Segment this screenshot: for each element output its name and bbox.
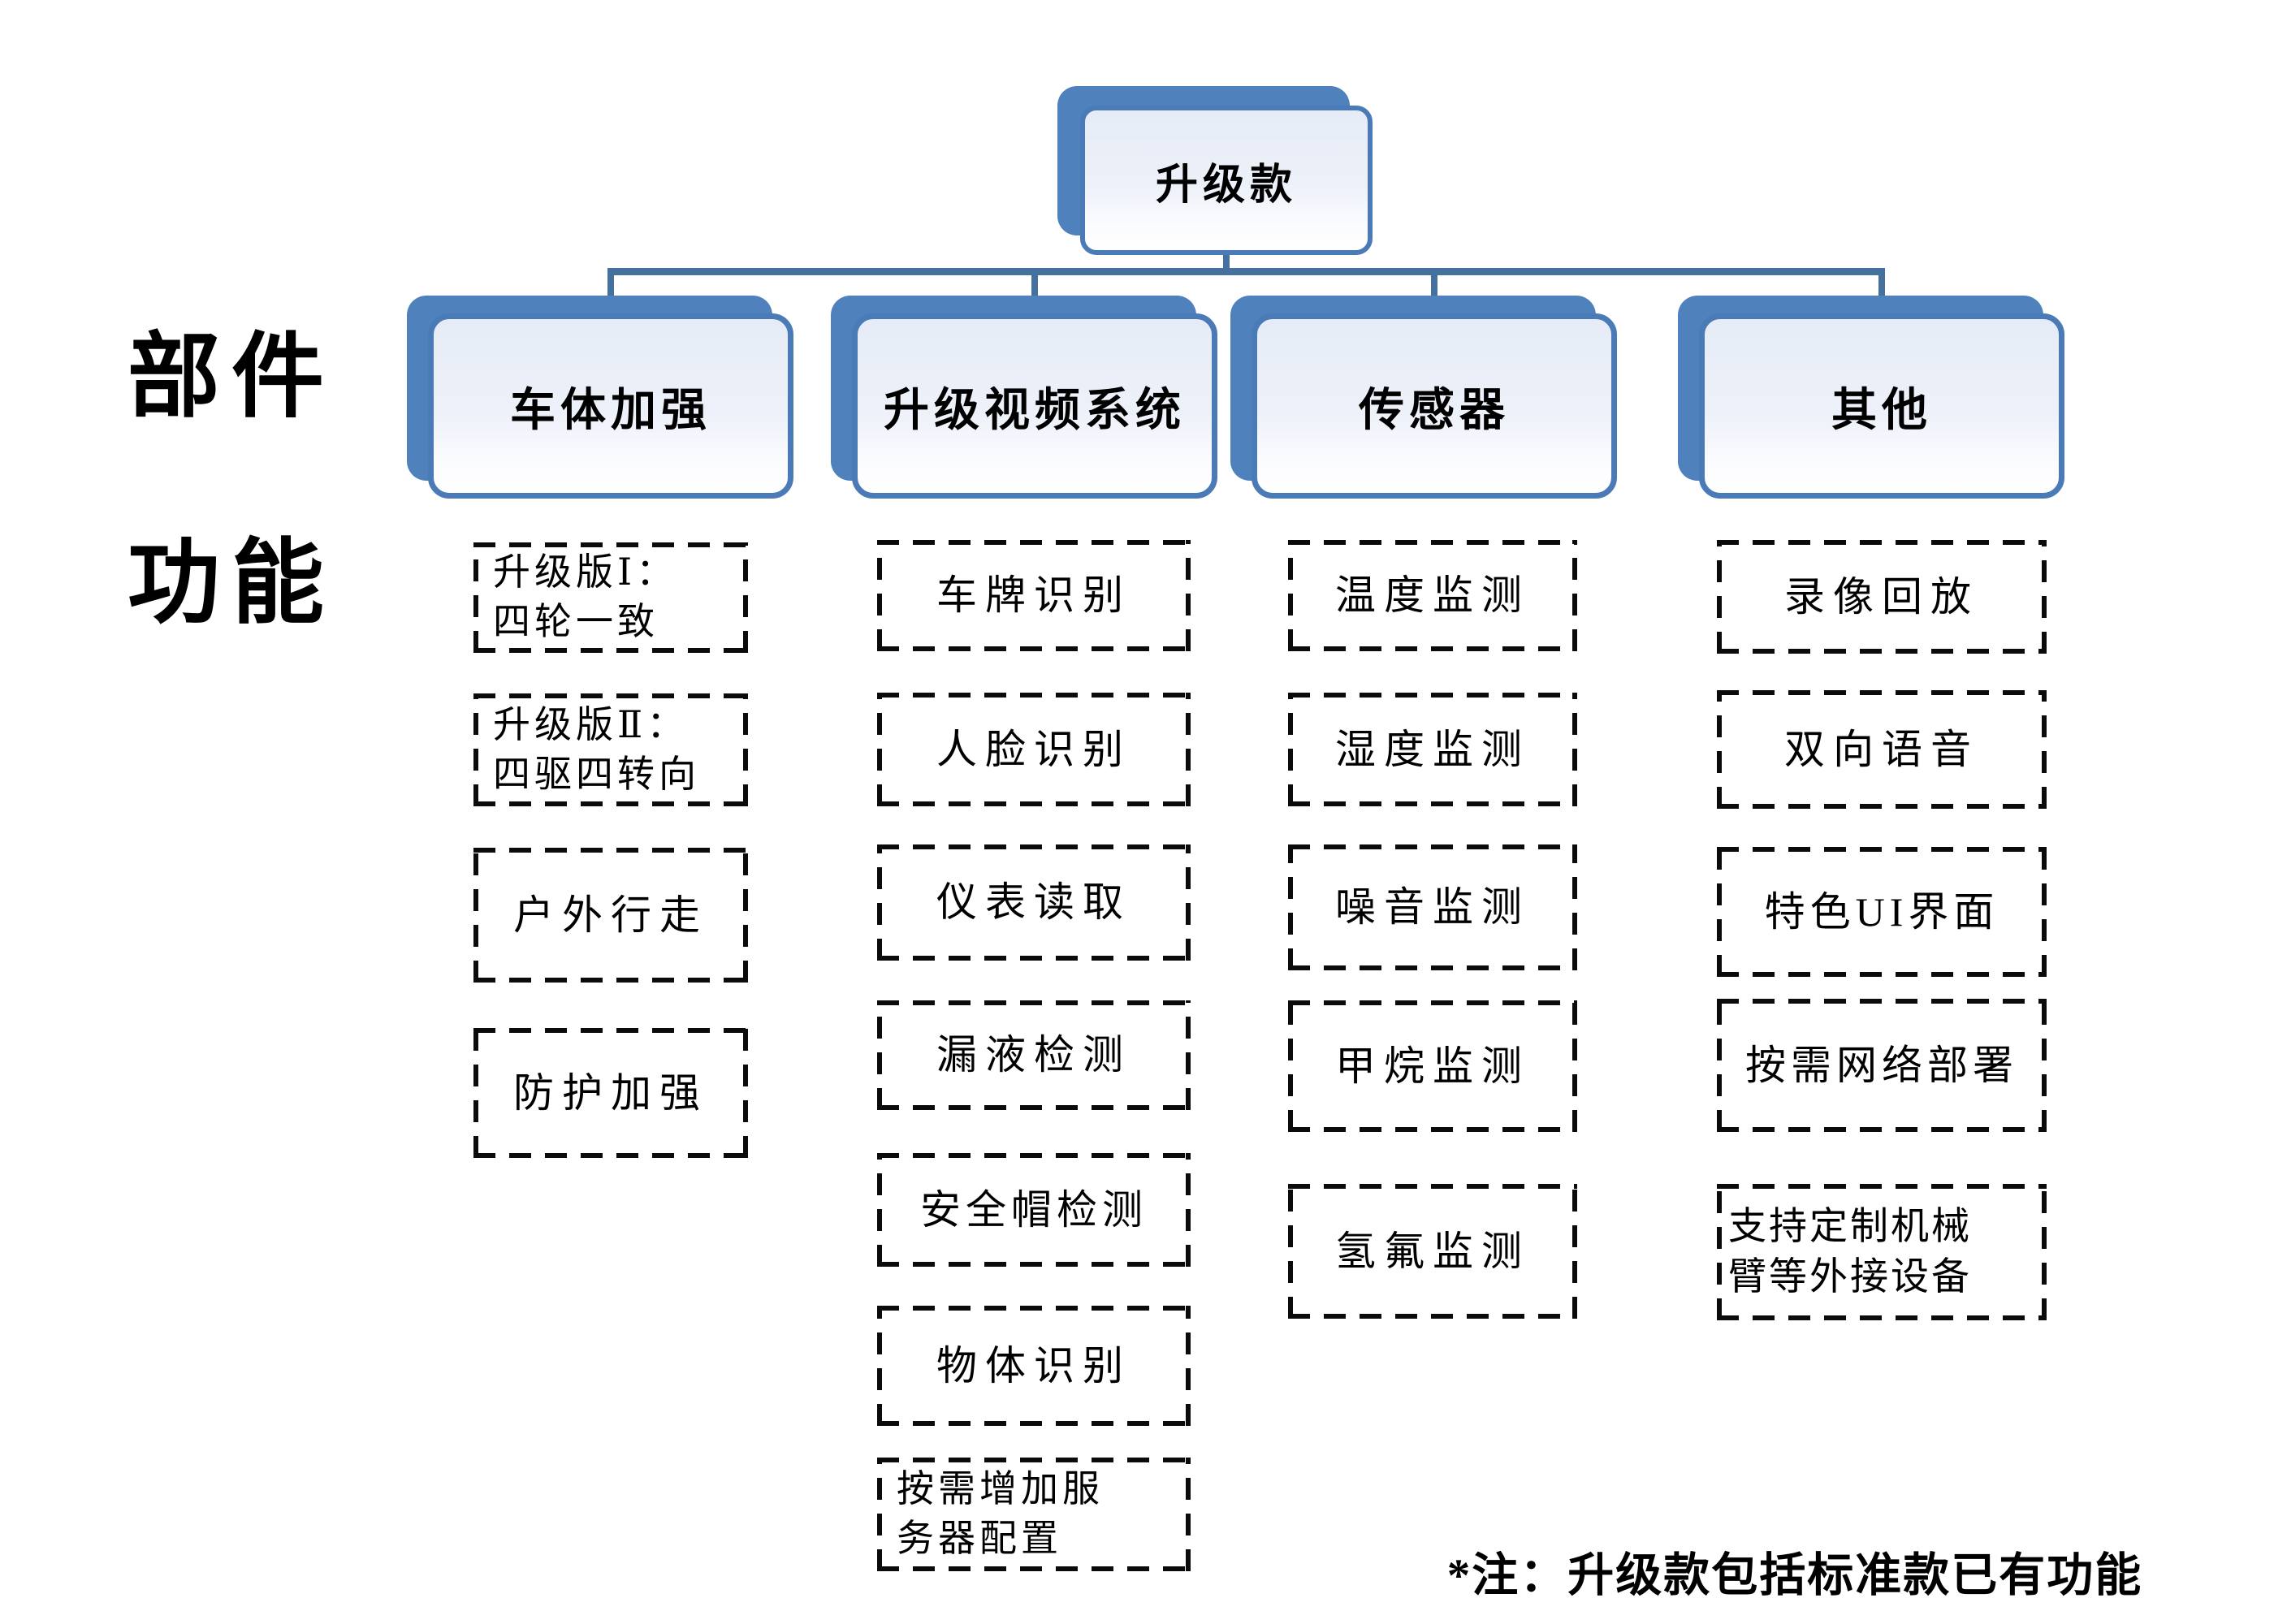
category-node-1-label: 车体加强: [510, 385, 711, 436]
connector-horizontal: [607, 268, 1885, 275]
function-box-c1-r4: 防护加强: [473, 1028, 748, 1158]
function-box-c3-r4: 甲烷监测: [1288, 1000, 1577, 1132]
category-node-3-label: 传感器: [1359, 385, 1510, 436]
category-node-2-label: 升级视频系统: [884, 385, 1186, 436]
root-node-label: 升级款: [1155, 162, 1297, 209]
function-box-c3-r1: 温度监测: [1288, 540, 1577, 651]
function-box-c1-r3: 户外行走: [473, 848, 748, 983]
category-node-4: 其他: [1699, 313, 2064, 499]
function-box-c1-r2: 升级版Ⅱ： 四驱四转向: [473, 693, 748, 806]
function-box-c2-r3: 仪表读取: [877, 844, 1191, 961]
category-node-1: 车体加强: [428, 313, 793, 499]
side-label-functions: 功能: [127, 532, 335, 635]
category-node-4-label: 其他: [1831, 385, 1932, 436]
connector-stub-4: [1878, 271, 1885, 315]
connector-root-stub: [1223, 247, 1230, 273]
function-box-c3-r5: 氢氟监测: [1288, 1184, 1577, 1319]
function-box-c2-r5: 安全帽检测: [877, 1153, 1191, 1267]
root-node: 升级款: [1080, 106, 1373, 255]
function-box-c1-r1: 升级版Ⅰ： 四轮一致: [473, 542, 748, 653]
function-box-c4-r5: 支持定制机械 臂等外接设备: [1717, 1184, 2047, 1320]
category-node-2: 升级视频系统: [852, 313, 1217, 499]
function-box-c4-r2: 双向语音: [1717, 690, 2047, 809]
function-box-c4-r1: 录像回放: [1717, 540, 2047, 654]
connector-stub-1: [607, 271, 614, 315]
function-box-c2-r6: 物体识别: [877, 1306, 1191, 1426]
function-box-c2-r1: 车牌识别: [877, 540, 1191, 651]
function-box-c3-r3: 噪音监测: [1288, 844, 1577, 970]
function-box-c2-r7: 按需增加服 务器配置: [877, 1458, 1191, 1571]
function-box-c4-r3: 特色UI界面: [1717, 847, 2047, 977]
function-box-c2-r4: 漏液检测: [877, 1000, 1191, 1110]
footnote: *注：升级款包括标准款已有功能: [1446, 1550, 2143, 1601]
connector-stub-3: [1431, 271, 1437, 315]
function-box-c3-r2: 湿度监测: [1288, 693, 1577, 806]
side-label-components: 部件: [127, 326, 335, 429]
function-box-c2-r2: 人脸识别: [877, 693, 1191, 806]
function-box-c4-r4: 按需网络部署: [1717, 999, 2047, 1132]
category-node-3: 传感器: [1252, 313, 1617, 499]
connector-stub-2: [1031, 271, 1038, 315]
